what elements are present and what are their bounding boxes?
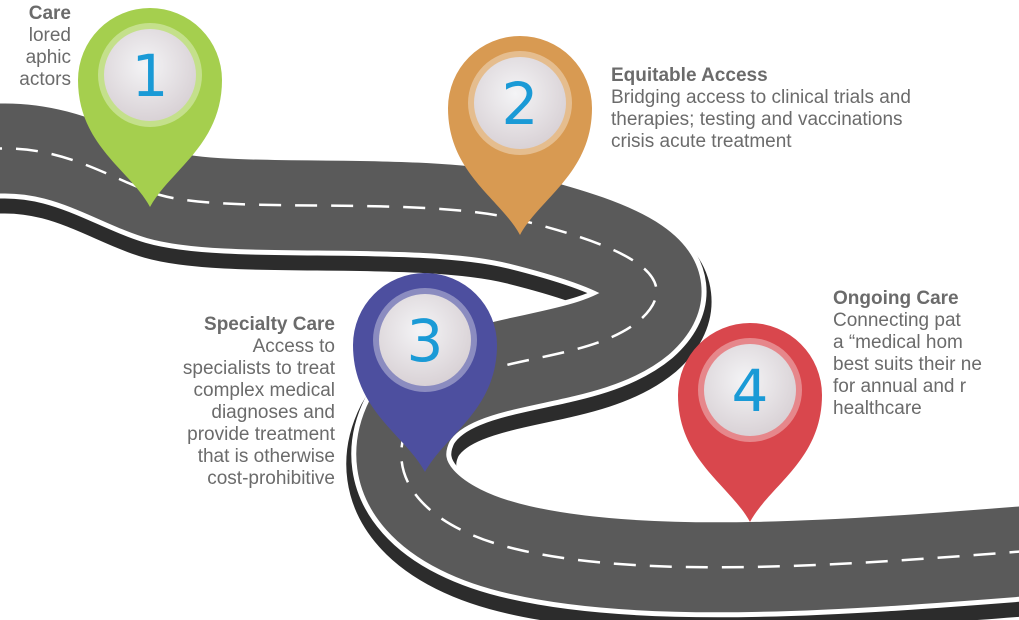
pin-4-number: 4 — [732, 357, 769, 425]
road-center-line — [0, 147, 1019, 569]
step-3-line: complex medical — [193, 380, 336, 401]
step-2-line: crisis acute treatment — [611, 131, 792, 152]
step-4-title: Ongoing Care — [833, 288, 959, 309]
step-4-line: Connecting pat — [833, 310, 961, 331]
pin-1-number: 1 — [132, 42, 169, 110]
step-1-text: Care lored aphic actors — [19, 3, 71, 91]
step-3-line: Access to — [252, 336, 335, 357]
pin-1: 1 — [78, 8, 222, 207]
step-3-title: Specialty Care — [204, 314, 335, 335]
step-2-text: Equitable Access Bridging access to clin… — [611, 65, 1019, 153]
pin-2-number: 2 — [502, 70, 539, 138]
winding-road — [0, 98, 1019, 620]
step-1-line: aphic — [25, 47, 71, 68]
step-1-line: actors — [19, 69, 71, 90]
pin-2: 2 — [448, 36, 592, 235]
pin-3-number: 3 — [407, 307, 444, 375]
step-1-title: Care — [28, 3, 71, 24]
step-4-line: for annual and r — [833, 376, 967, 397]
step-4-line: a “medical hom — [833, 332, 963, 353]
step-3-text: Specialty Care Access to specialists to … — [100, 314, 335, 490]
step-2-line: therapies; testing and vaccinations — [611, 109, 903, 130]
step-3-line: provide treatment — [187, 424, 335, 445]
step-3-line: diagnoses and — [211, 402, 335, 423]
step-1-line: lored — [28, 25, 71, 46]
step-3-line: specialists to treat — [182, 358, 335, 379]
step-2-line: Bridging access to clinical trials and — [611, 87, 911, 108]
pin-3: 3 — [353, 273, 497, 472]
step-4-line: best suits their ne — [833, 354, 982, 375]
step-2-title: Equitable Access — [611, 65, 768, 86]
pin-4: 4 — [678, 323, 822, 522]
step-4-line: healthcare — [833, 398, 922, 419]
step-3-line: that is otherwise — [197, 446, 335, 467]
step-3-line: cost-prohibitive — [207, 468, 335, 489]
step-4-text: Ongoing Care Connecting pat a “medical h… — [833, 288, 1019, 420]
